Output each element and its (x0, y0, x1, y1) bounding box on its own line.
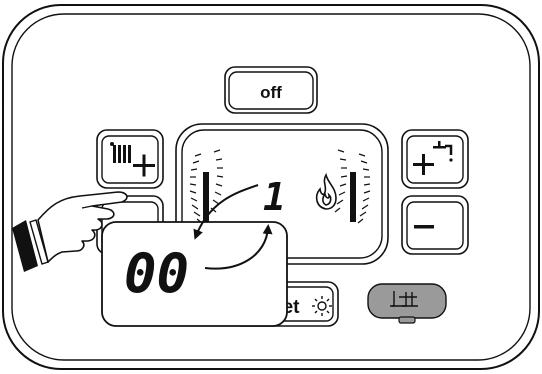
dhw-plus-button[interactable] (401, 129, 469, 189)
zoomed-display-callout: 00 (101, 221, 288, 327)
tap-plus-icon (413, 141, 453, 175)
transition-arrows (193, 184, 273, 270)
dhw-bar-indicator (350, 172, 356, 222)
display-digit: 1 (263, 175, 286, 219)
panel-housing (2, 4, 540, 370)
off-button[interactable]: off (224, 66, 318, 114)
dhw-bar-scale (334, 149, 371, 224)
sun-icon (312, 296, 332, 316)
pressure-button[interactable] (367, 283, 447, 324)
heating-bar-indicator (203, 172, 209, 222)
arrow-to-zoom (193, 184, 259, 240)
arrow-to-display (204, 224, 273, 270)
pressure-gauge-icon (390, 291, 418, 307)
off-button-label: off (260, 83, 282, 102)
flame-icon (315, 172, 337, 210)
heating-plus-button[interactable] (96, 129, 164, 189)
minus-icon (414, 225, 434, 229)
zoomed-reading: 00 (124, 242, 189, 305)
dhw-minus-button[interactable] (401, 195, 469, 255)
pointing-hand-icon (12, 191, 128, 272)
radiator-plus-icon (110, 142, 155, 177)
